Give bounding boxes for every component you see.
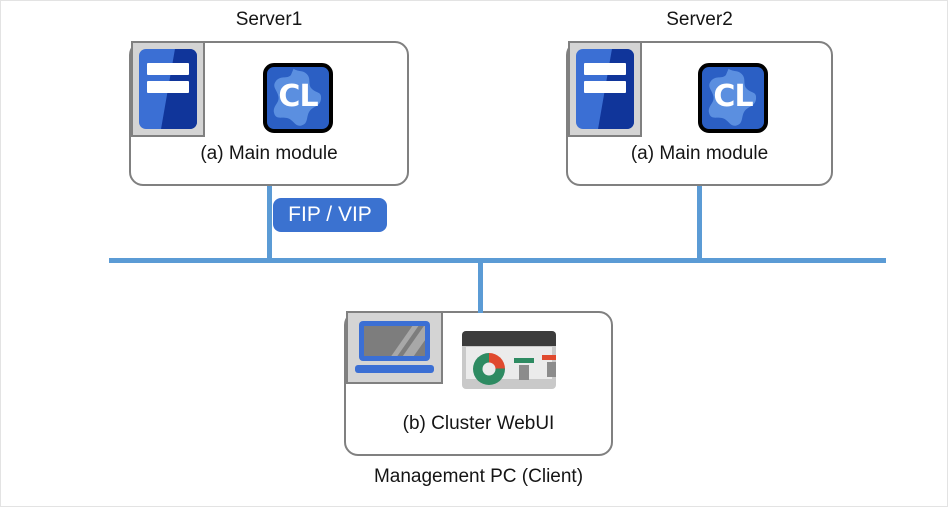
cluster-webui-label: (b) Cluster WebUI: [402, 413, 555, 434]
browser-content-area: [465, 347, 556, 386]
cluster-webui-browser-dashboard-icon: [462, 331, 556, 389]
server2-clusterpro-cl-icon: CL: [698, 63, 768, 133]
server2-chassis-bar-2: [584, 81, 626, 93]
server1-network-drop-line: [267, 186, 272, 260]
management-pc-caption: Management PC (Client): [373, 466, 584, 487]
dashboard-bar-2-cap: [541, 355, 556, 361]
server2-module-label: (a) Main module: [630, 143, 769, 164]
server1-cl-icon-text: CL: [278, 79, 318, 114]
server2-network-drop-line: [697, 186, 702, 260]
dashboard-donut-chart-icon: [472, 353, 505, 386]
laptop-screen: [364, 326, 425, 357]
dashboard-bar-chart-icon-2: [541, 355, 556, 378]
server2-server-rack-icon: [568, 41, 642, 137]
laptop-base: [355, 365, 434, 374]
server1-caption: Server1: [235, 9, 303, 30]
server1-clusterpro-cl-icon: CL: [263, 63, 333, 133]
management-pc-network-drop-line: [478, 260, 483, 313]
dashboard-bar-2-stem: [546, 362, 556, 378]
server1-chassis-bar-2: [147, 81, 189, 93]
server2-chassis-bar-1: [584, 62, 626, 75]
fip-vip-badge: FIP / VIP: [273, 198, 387, 232]
server2-caption: Server2: [666, 9, 733, 30]
server2-chassis: [576, 49, 634, 129]
server2-cl-splash-shape: [708, 68, 757, 126]
server1-chassis: [139, 49, 197, 129]
server2-cl-icon-text: CL: [713, 79, 753, 114]
dashboard-bar-chart-icon-1: [513, 358, 534, 381]
browser-titlebar: [462, 331, 556, 346]
server1-server-rack-icon: [131, 41, 205, 137]
laptop-screen-bezel: [359, 321, 430, 362]
dashboard-bar-1-stem: [518, 365, 529, 381]
server1-cl-splash-shape: [273, 68, 322, 126]
network-bus-line: [109, 258, 886, 263]
dashboard-bar-1-cap: [513, 358, 534, 364]
server1-module-label: (a) Main module: [200, 143, 338, 164]
management-pc-laptop-icon: [346, 311, 443, 384]
server1-chassis-bar-1: [147, 62, 189, 75]
